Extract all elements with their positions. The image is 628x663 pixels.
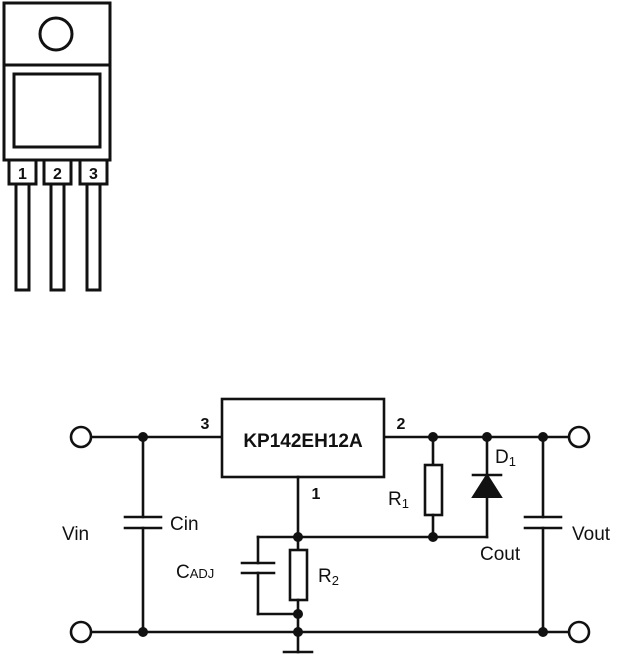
label-vout: Vout [572,524,611,545]
diode-d1 [471,435,503,539]
lead-2 [49,182,66,292]
junction-dot [538,432,548,442]
terminal-vout-bottom [567,620,591,644]
regulator-chip [220,397,386,479]
label-cout: Cout [480,544,521,565]
schematic: KP142EH12A 3 2 1 Cin R2 [62,397,611,654]
mounting-hole [38,16,74,52]
junction-dot [293,609,303,619]
terminal-vout-top [567,425,591,449]
chip-label: KP142EH12A [243,431,363,452]
capacitor-cout [523,435,563,634]
junction-dot [138,627,148,637]
pin-number-1: 1 [18,166,27,183]
pin-number-2: 2 [53,166,62,183]
label-d1: D1 [495,447,516,469]
chip-pin-input: 3 [201,416,210,433]
junction-dot [293,627,303,637]
junction-dot [293,532,303,542]
label-cadj: CADJ [176,562,214,583]
to220-package: 1 2 3 [2,1,112,292]
label-vin: Vin [62,524,89,545]
package-body-inner [12,72,102,149]
resistor-r1 [423,435,444,539]
junction-dot [428,432,438,442]
junction-dot [138,432,148,442]
capacitor-cin [123,435,163,634]
pin-box-2 [42,158,73,186]
terminal-vin-bottom [69,620,93,644]
chip-pin-output: 2 [397,416,406,433]
label-cin: Cin [170,514,199,535]
pin-number-3: 3 [89,166,98,183]
capacitor-cadj [240,535,300,616]
junction-dot [538,627,548,637]
label-r1: R1 [388,489,409,511]
label-r2: R2 [318,566,339,588]
lead-3 [85,182,102,292]
chip-pin-adjust: 1 [312,486,321,503]
resistor-r2 [288,535,309,654]
junction-dot [482,432,492,442]
junction-dot [428,532,438,542]
terminal-vin-top [69,425,93,449]
lead-1 [14,182,31,292]
